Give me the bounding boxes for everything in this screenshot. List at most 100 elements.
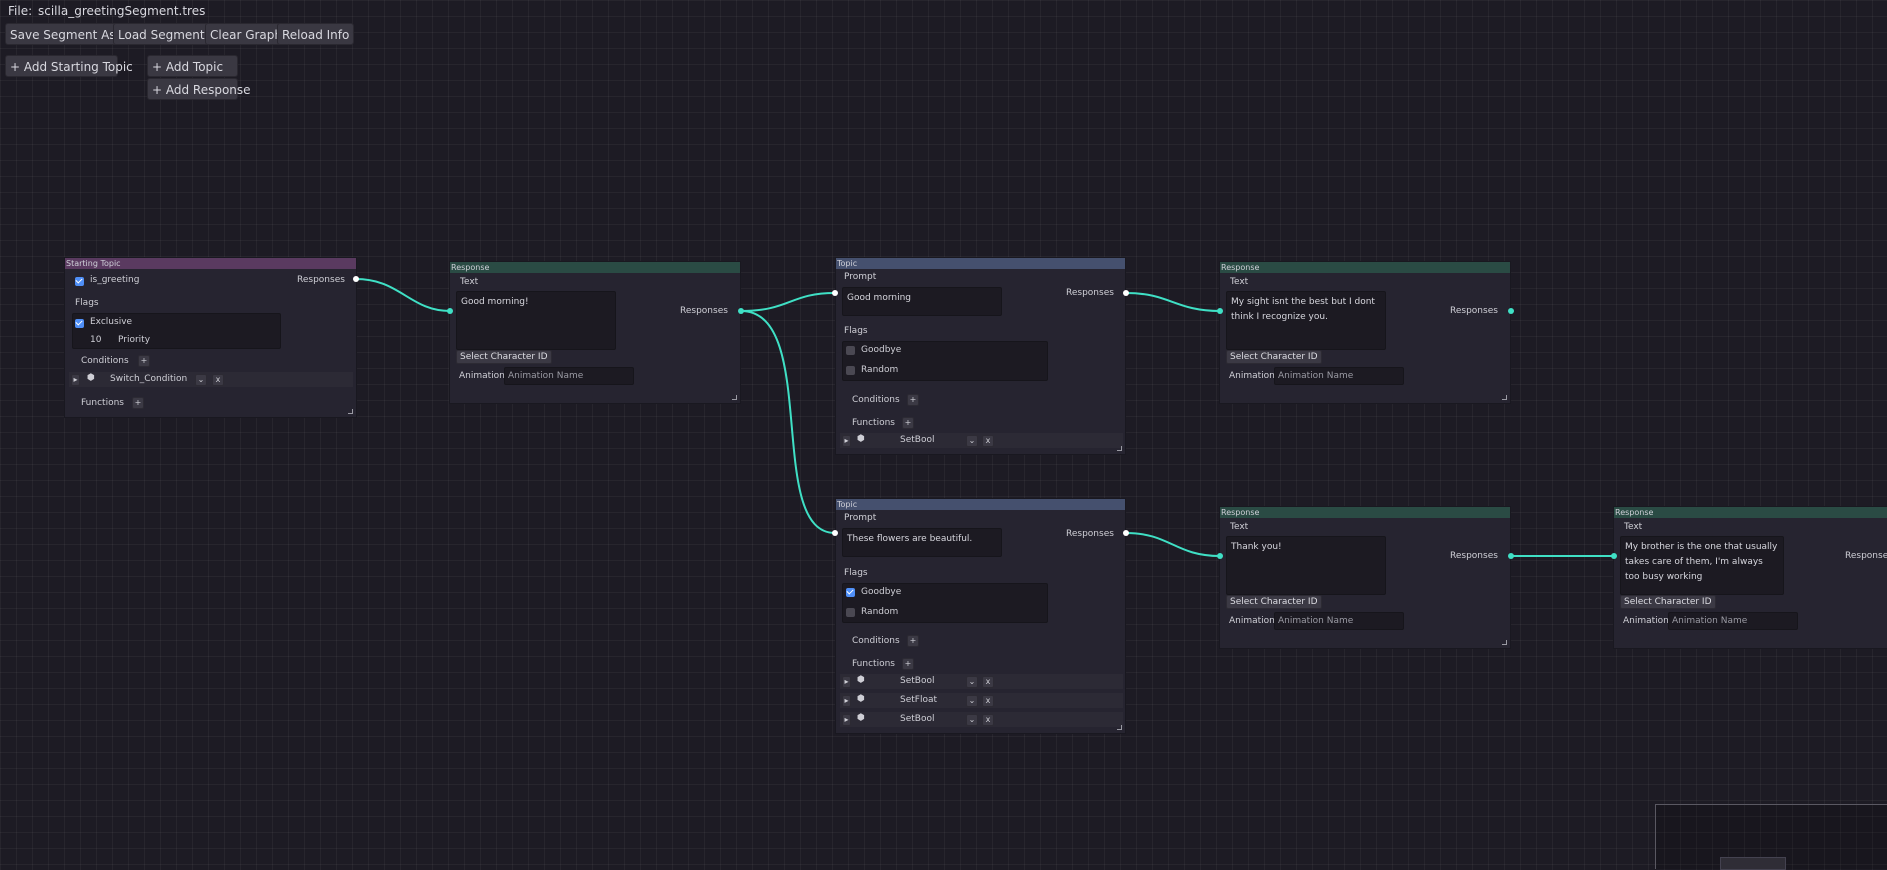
response-node-3[interactable]: Response Text Thank you! Responses Selec… (1219, 506, 1511, 649)
add-topic-button[interactable]: + Add Topic (147, 55, 238, 77)
resize-handle[interactable] (1117, 446, 1122, 451)
animation-input[interactable]: Animation Name (504, 367, 634, 385)
minimap-viewport[interactable] (1720, 857, 1786, 870)
function-row (840, 693, 1123, 708)
topic-1-in-port[interactable] (832, 290, 838, 296)
expand-function-button[interactable]: ▸ (842, 435, 851, 447)
function-name: SetFloat (900, 695, 938, 705)
file-label: File: (8, 4, 33, 18)
load-segment-button[interactable]: Load Segment (113, 23, 210, 45)
animation-input[interactable]: Animation Name (1668, 612, 1798, 630)
text-label: Text (1230, 522, 1249, 532)
resize-handle[interactable] (1502, 640, 1507, 645)
animation-input[interactable]: Animation Name (1274, 612, 1404, 630)
function-cube-icon: ⬢ (857, 434, 865, 444)
select-character-button[interactable]: Select Character ID (1226, 350, 1322, 364)
responses-label: Responses (1450, 306, 1498, 316)
add-condition-button[interactable]: + (907, 394, 919, 406)
responses-label: Responses (1845, 551, 1887, 561)
random-checkbox[interactable] (846, 366, 855, 375)
animation-label: Animation (1229, 616, 1275, 626)
animation-input[interactable]: Animation Name (1274, 367, 1404, 385)
response-node-4[interactable]: Response Text My brother is the one that… (1613, 506, 1887, 649)
topic-2-out-port[interactable] (1123, 530, 1129, 536)
remove-function-button[interactable]: x (982, 695, 994, 707)
animation-label: Animation (1623, 616, 1669, 626)
animation-label: Animation (459, 371, 505, 381)
exclusive-checkbox[interactable] (75, 319, 84, 328)
text-label: Text (1624, 522, 1643, 532)
add-function-button[interactable]: + (902, 658, 914, 670)
random-label: Random (861, 365, 899, 375)
flags-label: Flags (844, 568, 868, 578)
add-response-button[interactable]: + Add Response (147, 78, 251, 100)
expand-function-button[interactable]: ▸ (842, 695, 851, 707)
goodbye-checkbox[interactable] (846, 346, 855, 355)
function-dropdown-button[interactable]: ⌄ (966, 676, 978, 688)
response-node-1[interactable]: Response Text Good morning! Responses Se… (449, 261, 741, 404)
function-dropdown-button[interactable]: ⌄ (966, 695, 978, 707)
add-condition-button[interactable]: + (907, 635, 919, 647)
clear-graph-button[interactable]: Clear Graph (205, 23, 288, 45)
topic-node-2[interactable]: Topic Prompt These flowers are beautiful… (835, 498, 1126, 734)
topic-2-in-port[interactable] (832, 530, 838, 536)
remove-function-button[interactable]: x (982, 676, 994, 688)
resize-handle[interactable] (1117, 725, 1122, 730)
condition-dropdown-button[interactable]: ⌄ (195, 374, 207, 386)
flags-label: Flags (844, 326, 868, 336)
response-text-field[interactable]: My brother is the one that usually takes… (1620, 536, 1784, 595)
remove-function-button[interactable]: x (982, 435, 994, 447)
select-character-button[interactable]: Select Character ID (1226, 595, 1322, 609)
expand-function-button[interactable]: ▸ (842, 714, 851, 726)
is-greeting-checkbox[interactable] (75, 277, 84, 286)
add-function-button[interactable]: + (902, 417, 914, 429)
reload-info-button[interactable]: Reload Info (277, 23, 355, 45)
response-text-field[interactable]: Good morning! (456, 291, 616, 350)
flags-label: Flags (75, 298, 99, 308)
prompt-field[interactable]: Good morning (842, 287, 1002, 316)
prompt-field[interactable]: These flowers are beautiful. (842, 528, 1002, 557)
starting-topic-out-port[interactable] (353, 276, 359, 282)
response-text-field[interactable]: My sight isnt the best but I dont think … (1226, 291, 1386, 350)
priority-value[interactable]: 10 (90, 335, 102, 345)
expand-function-button[interactable]: ▸ (842, 676, 851, 688)
goodbye-checkbox[interactable] (846, 588, 855, 597)
text-label: Text (1230, 277, 1249, 287)
topic-1-out-port[interactable] (1123, 290, 1129, 296)
remove-condition-button[interactable]: x (212, 374, 224, 386)
functions-label: Functions (852, 418, 895, 428)
expand-condition-button[interactable]: ▸ (71, 374, 80, 386)
add-function-button[interactable]: + (132, 397, 144, 409)
conditions-label: Conditions (81, 356, 129, 366)
prompt-label: Prompt (844, 513, 877, 523)
resize-handle[interactable] (348, 409, 353, 414)
remove-function-button[interactable]: x (982, 714, 994, 726)
response-4-in-port[interactable] (1611, 553, 1617, 559)
response-text-field[interactable]: Thank you! (1226, 536, 1386, 595)
response-1-out-port[interactable] (738, 308, 744, 314)
function-row (840, 712, 1123, 727)
add-condition-button[interactable]: + (138, 355, 150, 367)
responses-label: Responses (1450, 551, 1498, 561)
response-node-2[interactable]: Response Text My sight isnt the best but… (1219, 261, 1511, 404)
random-checkbox[interactable] (846, 608, 855, 617)
response-1-in-port[interactable] (447, 308, 453, 314)
response-3-in-port[interactable] (1217, 553, 1223, 559)
response-2-out-port[interactable] (1508, 308, 1514, 314)
topic-node-1[interactable]: Topic Prompt Good morning Responses Flag… (835, 257, 1126, 455)
function-dropdown-button[interactable]: ⌄ (966, 435, 978, 447)
function-dropdown-button[interactable]: ⌄ (966, 714, 978, 726)
select-character-button[interactable]: Select Character ID (456, 350, 552, 364)
add-starting-topic-button[interactable]: + Add Starting Topic (5, 55, 133, 77)
select-character-button[interactable]: Select Character ID (1620, 595, 1716, 609)
save-segment-button[interactable]: Save Segment As... (5, 23, 132, 45)
starting-topic-node[interactable]: Starting Topic is_greeting Responses Fla… (64, 257, 357, 418)
resize-handle[interactable] (732, 395, 737, 400)
condition-cube-icon: ⬢ (87, 373, 95, 383)
function-cube-icon: ⬢ (857, 675, 865, 685)
resize-handle[interactable] (1502, 395, 1507, 400)
responses-label: Responses (1066, 529, 1114, 539)
response-2-in-port[interactable] (1217, 308, 1223, 314)
response-3-out-port[interactable] (1508, 553, 1514, 559)
